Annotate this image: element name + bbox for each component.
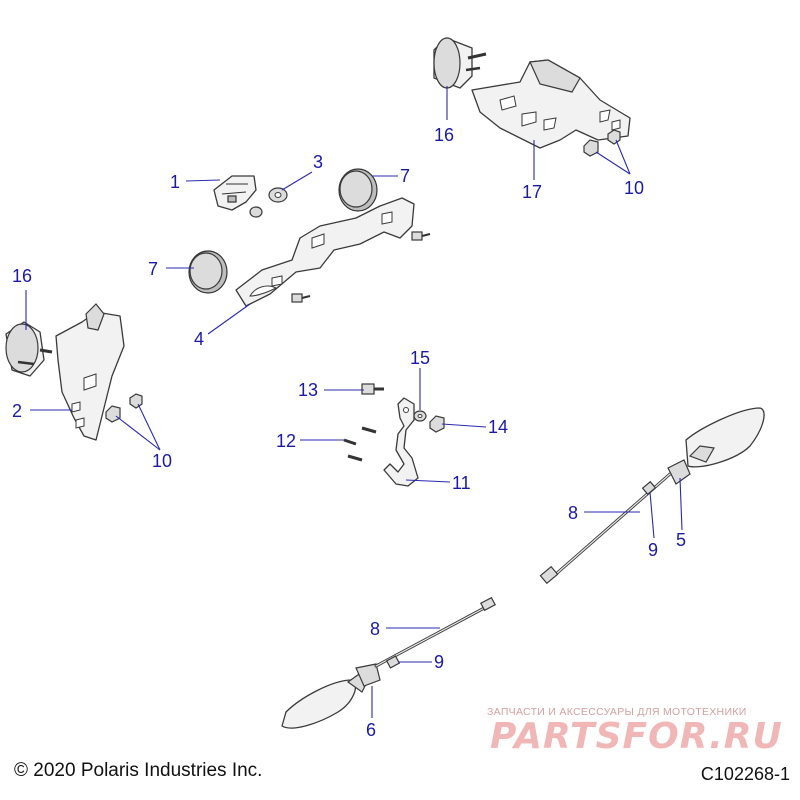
license-bracket-4: [235, 197, 415, 307]
callout-labels: 1 3 7 7 4 16 17 10 16 2 10 13 12 15 14 1…: [12, 125, 686, 740]
hook-bracket-11: [383, 397, 419, 487]
callout-5: 5: [676, 530, 686, 550]
callout-4: 4: [194, 329, 204, 349]
turn-signal-left: [281, 663, 381, 729]
nuts-10-top: [583, 129, 621, 157]
callout-10-left: 10: [152, 451, 172, 471]
callout-3: 3: [313, 152, 323, 172]
watermark-tagline: ЗАПЧАСТИ И АКСЕССУАРЫ ДЛЯ МОТОТЕХНИКИ: [487, 706, 747, 718]
grommet-3: [249, 187, 288, 218]
pins-12: [343, 426, 377, 462]
callout-12: 12: [276, 431, 296, 451]
callout-9-left: 9: [434, 652, 444, 672]
leader-lines: [25, 86, 683, 718]
callout-10-top: 10: [624, 178, 644, 198]
callout-13: 13: [298, 380, 318, 400]
callout-7-upper: 7: [400, 166, 410, 186]
callout-14: 14: [488, 417, 508, 437]
screw-4a: [291, 293, 311, 303]
bracket-2: [55, 303, 125, 441]
turn-signal-right: [667, 407, 765, 485]
watermark-logo: PARTSFOR.RU: [490, 716, 783, 757]
callout-8-left: 8: [370, 619, 380, 639]
callout-15: 15: [410, 348, 430, 368]
diagram-id: C102268-1: [700, 764, 790, 784]
callout-1: 1: [170, 172, 180, 192]
nut-14: [429, 415, 445, 433]
bracket-17: [471, 59, 631, 149]
bolt-13: [361, 383, 384, 395]
callout-2: 2: [12, 401, 22, 421]
clip-9-left: [385, 655, 401, 669]
copyright-text: © 2020 Polaris Industries Inc.: [14, 760, 263, 781]
screw-4b: [411, 231, 431, 241]
callout-16-left: 16: [12, 266, 32, 286]
reflector-16-top: [433, 37, 487, 89]
reflector-16-left: [5, 321, 53, 377]
callout-16-top: 16: [434, 125, 454, 145]
callout-7-lower: 7: [148, 259, 158, 279]
callout-8-right: 8: [568, 503, 578, 523]
reflector-7-lower: [188, 250, 228, 294]
nuts-10-left: [105, 393, 143, 423]
clip-9-right: [641, 480, 657, 496]
light-housing-1: [213, 175, 257, 211]
callout-11: 11: [452, 473, 471, 493]
callout-9-right: 9: [648, 540, 658, 560]
reflector-7-upper: [338, 168, 378, 212]
washer-15: [413, 410, 427, 422]
callout-17: 17: [522, 182, 542, 202]
callout-6: 6: [366, 720, 376, 740]
